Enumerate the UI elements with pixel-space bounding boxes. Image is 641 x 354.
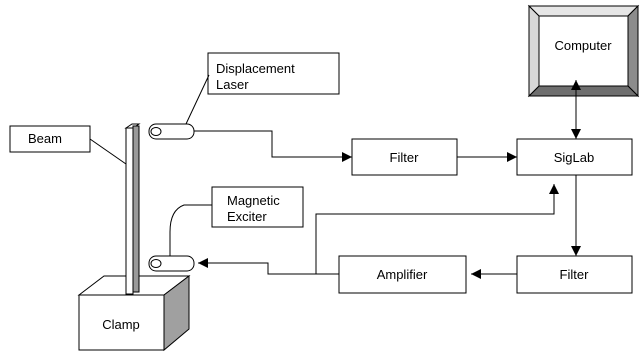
displacement-laser-sensor	[148, 74, 210, 140]
signal-connections	[194, 80, 581, 279]
laser-to-filter-arrow	[194, 130, 352, 162]
beam-label: Beam	[28, 131, 62, 146]
siglab-label: SigLab	[554, 150, 594, 165]
magnetic-exciter-label-line1: Magnetic	[227, 193, 280, 208]
magnetic-exciter-box	[211, 186, 304, 228]
filter-bottom-label: Filter	[560, 267, 590, 282]
magnetic-exciter-sensor	[148, 204, 212, 272]
magnetic-exciter-label-line2: Exciter	[227, 209, 267, 224]
amplifier-to-exciter-arrow	[198, 258, 316, 275]
exciter-leader-line	[169, 204, 212, 256]
amplifier-to-siglab-arrow	[315, 184, 559, 275]
displacement-laser-label-line1: Displacement	[216, 61, 295, 76]
filter-top-label: Filter	[390, 150, 420, 165]
laser-leader-line	[185, 74, 210, 125]
displacement-laser-label-line2: Laser	[216, 77, 249, 92]
computer-label: Computer	[554, 38, 612, 53]
computer-box: Computer	[527, 4, 640, 98]
beam	[124, 123, 141, 295]
filter-top-box	[351, 138, 458, 176]
clamp-label: Clamp	[102, 317, 140, 332]
amplifier-label: Amplifier	[377, 267, 428, 282]
beam-pointer-line	[89, 138, 127, 165]
displacement-laser-box	[207, 52, 340, 95]
